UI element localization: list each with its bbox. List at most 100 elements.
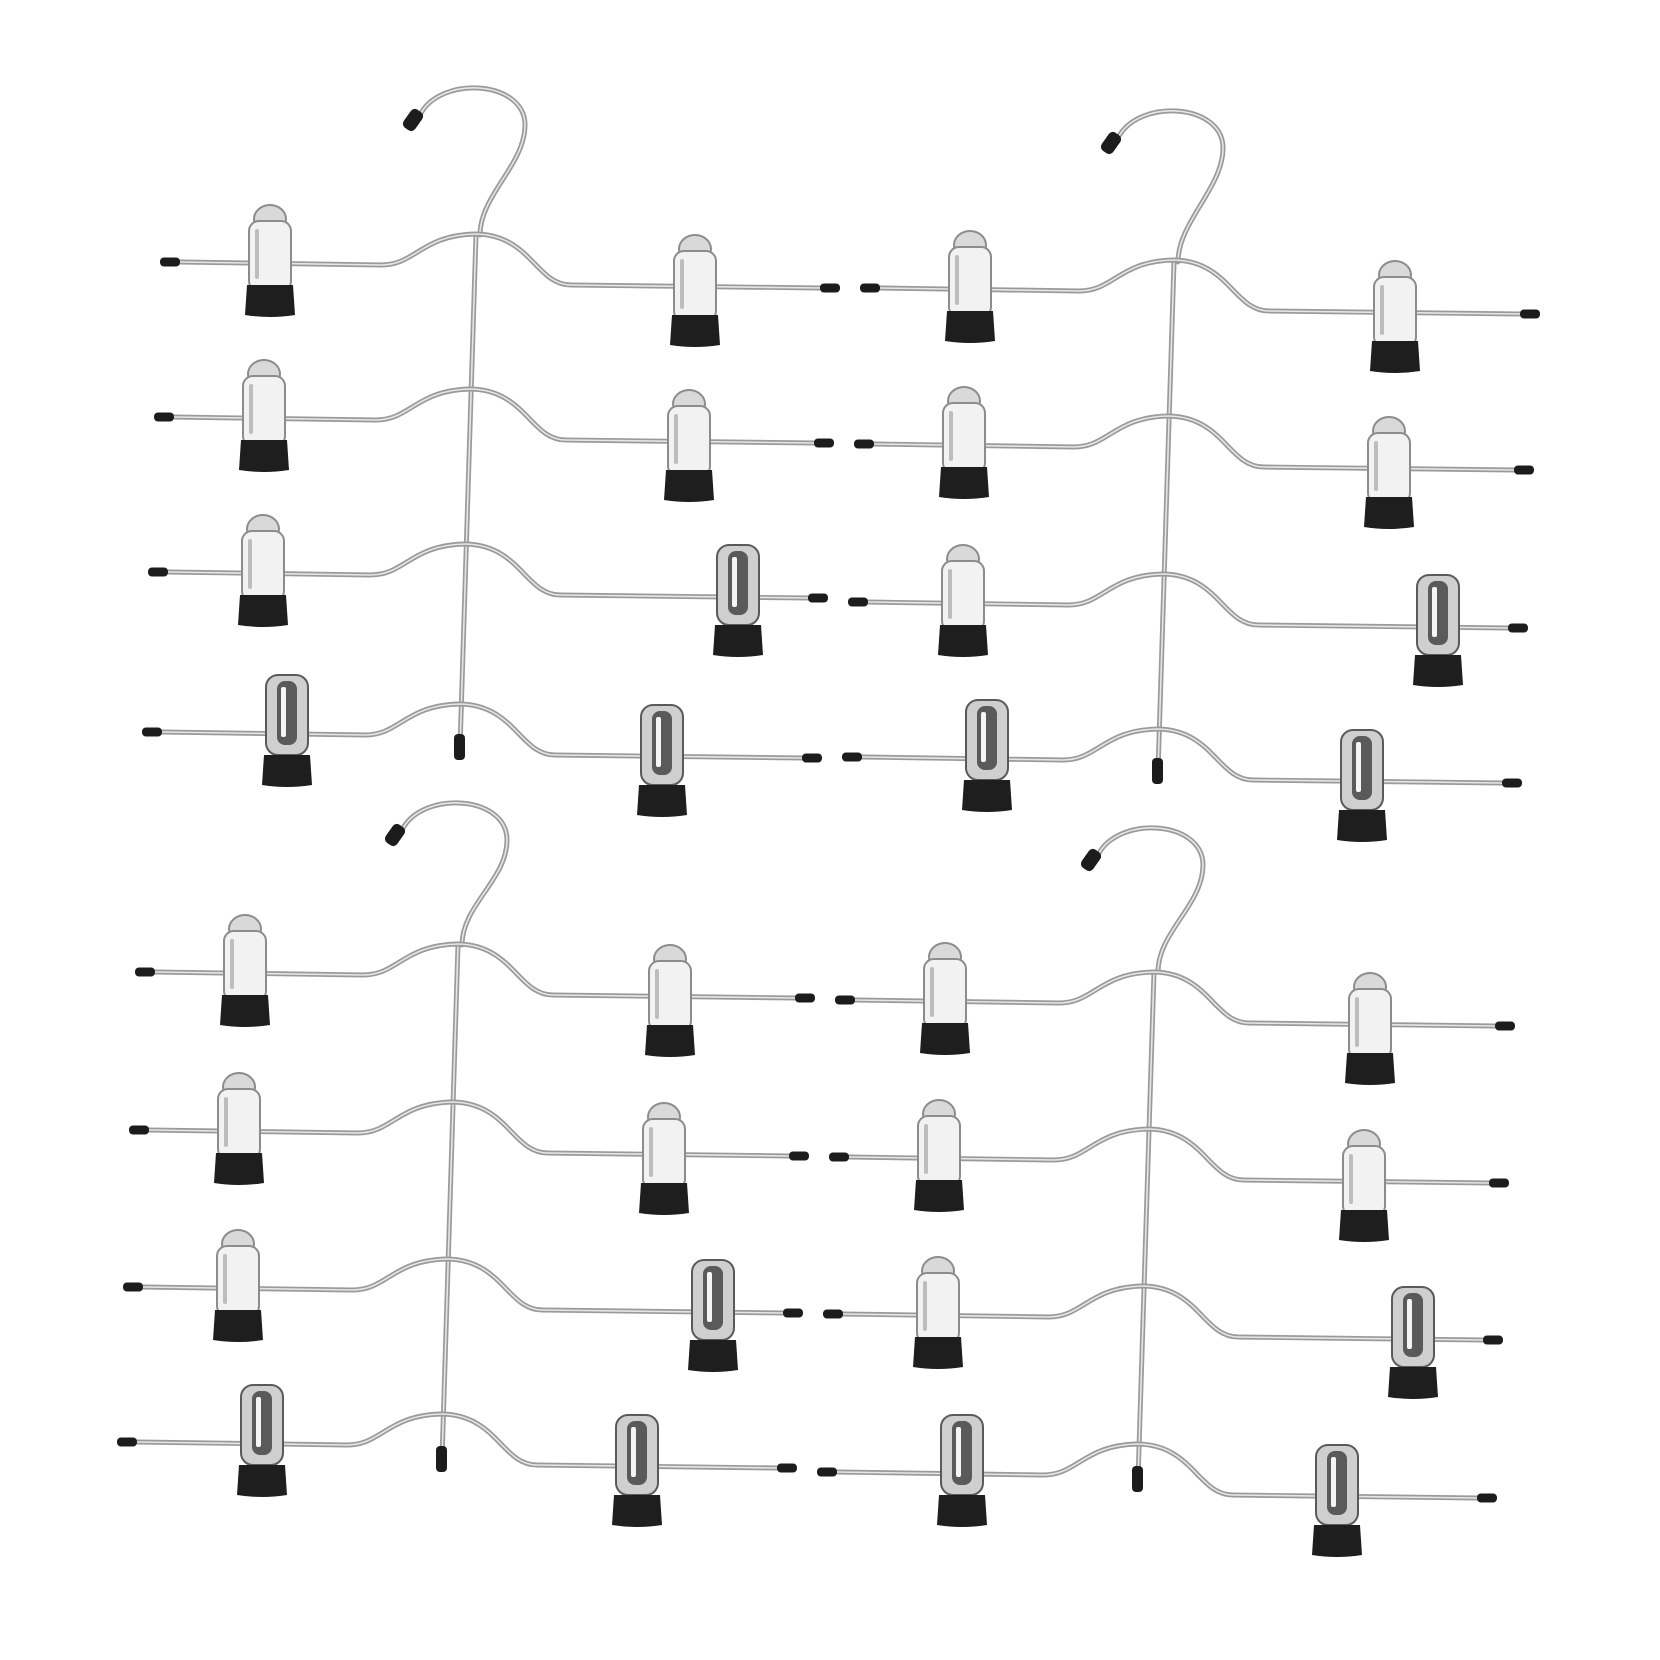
- end-cap: [123, 1282, 143, 1292]
- rod-end-cap: [436, 1446, 447, 1472]
- end-cap: [1495, 1021, 1515, 1031]
- clip-base: [670, 315, 720, 347]
- clip-edge: [223, 1254, 227, 1304]
- hook-wire: [1115, 108, 1226, 265]
- end-cap: [835, 995, 855, 1005]
- clip-edge: [1355, 997, 1359, 1047]
- clip-edge: [924, 1124, 928, 1174]
- clip: [645, 944, 695, 1057]
- clip-edge: [923, 1281, 927, 1331]
- end-cap: [129, 1125, 149, 1135]
- clip-shadow: [977, 706, 997, 770]
- clip-base: [962, 780, 1012, 812]
- end-cap: [154, 412, 174, 422]
- tier: [823, 1256, 1503, 1399]
- clip-base: [1364, 497, 1414, 529]
- tier: [154, 359, 834, 502]
- clip: [237, 1384, 287, 1497]
- clip: [939, 386, 989, 499]
- clip-shadow: [652, 711, 672, 775]
- tier: [854, 386, 1534, 529]
- clip-edge: [674, 414, 678, 464]
- end-cap: [842, 752, 862, 762]
- clip: [245, 204, 295, 317]
- clip-base: [637, 785, 687, 817]
- clip: [713, 544, 763, 657]
- clip: [938, 544, 988, 657]
- end-cap: [802, 753, 822, 763]
- clip-base: [237, 1465, 287, 1497]
- clip-edge: [248, 539, 252, 589]
- end-cap: [817, 1467, 837, 1477]
- clip: [1339, 1129, 1389, 1242]
- clip: [1388, 1286, 1438, 1399]
- clip: [1312, 1444, 1362, 1557]
- clip-base: [612, 1495, 662, 1527]
- clip-shadow: [1403, 1293, 1423, 1357]
- clip-base: [920, 1023, 970, 1055]
- end-cap: [795, 993, 815, 1003]
- tier-wire: [834, 1441, 1480, 1501]
- clip-base: [939, 467, 989, 499]
- tier-wire: [859, 726, 1505, 786]
- tier-wire: [159, 701, 805, 761]
- hanger-bottom-left: [117, 800, 815, 1527]
- clip: [913, 1256, 963, 1369]
- clip: [670, 234, 720, 347]
- end-cap: [777, 1463, 797, 1473]
- clip-edge: [649, 1127, 653, 1177]
- clip: [214, 1072, 264, 1185]
- clip-highlight: [1432, 587, 1437, 637]
- hook-wire: [399, 800, 510, 948]
- clip-edge: [680, 259, 684, 309]
- clip-edge: [655, 969, 659, 1019]
- clip: [1370, 260, 1420, 373]
- clip: [945, 230, 995, 343]
- end-cap: [1520, 309, 1540, 319]
- clip-shadow: [1352, 736, 1372, 800]
- clip-highlight: [281, 687, 286, 737]
- end-cap: [148, 567, 168, 577]
- clip: [238, 514, 288, 627]
- clip: [962, 699, 1012, 812]
- clip-edge: [1380, 285, 1384, 335]
- tier: [148, 514, 828, 657]
- clip-edge: [949, 411, 953, 461]
- clip: [1413, 574, 1463, 687]
- end-cap: [160, 257, 180, 267]
- tier: [817, 1414, 1497, 1557]
- clip-base: [639, 1183, 689, 1215]
- hanger-bottom-right: [817, 825, 1515, 1557]
- tier: [848, 544, 1528, 687]
- clip-base: [1388, 1367, 1438, 1399]
- end-cap: [854, 439, 874, 449]
- hook-wire: [417, 85, 528, 238]
- clip-shadow: [1428, 581, 1448, 645]
- clip: [213, 1229, 263, 1342]
- clip-base: [239, 440, 289, 472]
- tier-wire: [134, 1411, 780, 1471]
- clip-shadow: [252, 1391, 272, 1455]
- clip-base: [1339, 1210, 1389, 1242]
- clip-highlight: [707, 1272, 712, 1322]
- clip: [239, 359, 289, 472]
- end-cap: [848, 597, 868, 607]
- end-cap: [1514, 465, 1534, 475]
- end-cap: [814, 438, 834, 448]
- clip-highlight: [1407, 1299, 1412, 1349]
- clip-base: [713, 625, 763, 657]
- hanger-top-right: [842, 108, 1540, 842]
- tier: [160, 204, 840, 347]
- clip: [1337, 729, 1387, 842]
- end-cap: [829, 1152, 849, 1162]
- clip-edge: [955, 255, 959, 305]
- clip-base: [214, 1153, 264, 1185]
- hanger-top-left: [142, 85, 840, 817]
- tier: [860, 230, 1540, 373]
- clip-base: [220, 995, 270, 1027]
- clip-shadow: [627, 1421, 647, 1485]
- clip-highlight: [256, 1397, 261, 1447]
- tier: [835, 942, 1515, 1085]
- end-cap: [823, 1309, 843, 1319]
